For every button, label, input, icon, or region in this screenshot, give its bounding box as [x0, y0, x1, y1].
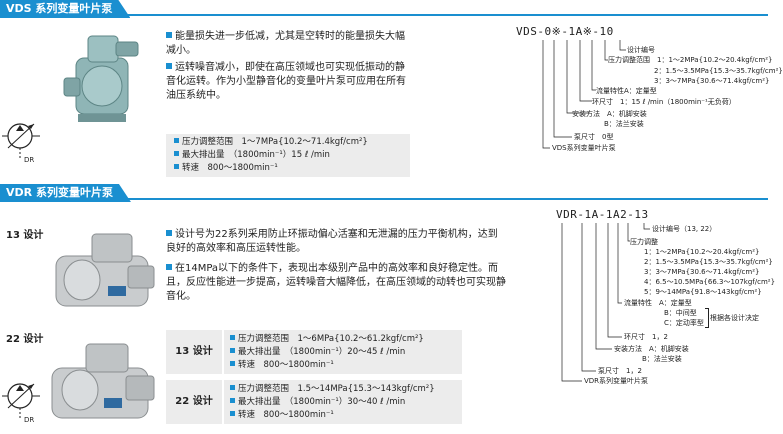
- vdr-design13-label: 13 设计: [6, 230, 44, 241]
- vds-ann-mount: 安装方法 A：机脚安装: [572, 110, 647, 118]
- vdr-ann-flow-c: C：定动率型: [664, 319, 704, 327]
- vds-section-bar: VDS 系列变量叶片泵: [0, 0, 768, 16]
- vds-pump-symbol-icon: DR: [2, 118, 42, 168]
- vds-ann-size: 泵尺寸 0型: [574, 133, 614, 141]
- vdr-ann-pressure-1: 1：1～2MPa{10.2～20.4kgf/cm²}: [644, 248, 760, 256]
- vdr13-pump-image: [48, 226, 158, 316]
- vdr-design22-label: 22 设计: [6, 334, 44, 345]
- vdr-ann-flow: 流量特性 A：定量型: [624, 299, 692, 307]
- vds-symbol-dr: DR: [24, 156, 35, 164]
- vdr22-spec-flow: 最大排出量 （1800min⁻¹）30～40 ℓ /min: [230, 396, 456, 409]
- vdr-symbol-dr: DR: [24, 416, 35, 424]
- vdr22-spec-pressure: 压力调整范围 1.5～14MPa{15.3～143kgf/cm²}: [230, 383, 456, 396]
- vds-spec-pressure: 压力调整范围 1～7MPa{10.2～71.4kgf/cm²}: [174, 136, 402, 149]
- vds-bullet-1: 能量损失进一步低减，尤其是空转时的能量损失大幅减小。: [166, 31, 405, 56]
- vdr22-spec-speed: 转速 800～1800min⁻¹: [230, 409, 456, 422]
- vdr-ann-pressure-3: 3：3～7MPa{30.6～71.4kgf/cm²}: [644, 268, 760, 276]
- vdr13-spec-label: 13 设计: [166, 330, 222, 374]
- vdr-bullet-2: 在14MPa以下的条件下，表现出本级别产品中的高效率和良好稳定性。而且，反应性能…: [166, 263, 506, 302]
- vds-ann-flow: 流量特性A：定量型: [596, 87, 657, 95]
- vds-spec-speed: 转速 800～1800min⁻¹: [174, 162, 402, 175]
- vdr-ann-pressure-2: 2：1.5～3.5MPa{15.3～35.7kgf/cm²}: [644, 258, 773, 266]
- vdr-ann-flow-b: B：中间型: [664, 309, 697, 317]
- vds-pump-image: [58, 30, 148, 130]
- vdr-ann-flow-note: 根据各设计决定: [710, 314, 759, 322]
- vds-ann-pressure: 压力调整范围 1：1～2MPa{10.2～20.4kgf/cm²}: [608, 56, 773, 64]
- vdr13-spec-pressure: 压力调整范围 1～6MPa{10.2～61.2kgf/cm²}: [230, 333, 456, 346]
- vdr-ann-ring: 环尺寸 1，2: [624, 333, 668, 341]
- vdr13-spec-box: 压力调整范围 1～6MPa{10.2～61.2kgf/cm²} 最大排出量 （1…: [224, 330, 462, 374]
- vds-spec-box: 压力调整范围 1～7MPa{10.2～71.4kgf/cm²} 最大排出量 （1…: [166, 134, 410, 177]
- vdr22-pump-image: [32, 338, 162, 430]
- vdr-ann-mount-b: B：法兰安装: [642, 355, 682, 363]
- vds-ann-mount-b: B：法兰安装: [604, 120, 644, 128]
- vdr-ann-pressure-4: 4：6.5～10.5MPa{66.3～107kgf/cm²}: [644, 278, 776, 286]
- vdr-ann-pressure: 压力调整: [630, 238, 658, 246]
- vdr13-spec-speed: 转速 800～1800min⁻¹: [230, 359, 456, 372]
- vds-section-title: VDS 系列变量叶片泵: [0, 0, 130, 18]
- vdr-bullet-1: 设计号为22系列采用防止环振动偏心活塞和无泄漏的压力平衡机构，达到良好的高效率和…: [166, 229, 498, 254]
- vds-bullet-2: 运转噪音减小，即使在高压领域也可实现低振动的静音化运转。作为小型静音化的变量叶片…: [166, 62, 406, 101]
- vds-ann-ring: 环尺寸 1：15 ℓ /min（1800min⁻¹无负荷）: [592, 98, 736, 106]
- vdr13-spec-flow: 最大排出量 （1800min⁻¹）20～45 ℓ /min: [230, 346, 456, 359]
- vdr-ann-bracket: [705, 308, 709, 328]
- vds-ann-pressure-2: 2：1.5～3.5MPa{15.3～35.7kgf/cm²}: [654, 67, 783, 75]
- vdr-ann-pressure-5: 5：9～14MPa{91.8～143kgf/cm²}: [644, 288, 762, 296]
- vdr22-spec-label: 22 设计: [166, 380, 222, 424]
- vdr-ann-design: 设计编号（13, 22）: [652, 225, 717, 233]
- vdr-section-title: VDR 系列变量叶片泵: [0, 184, 131, 202]
- vds-ann-series: VDS系列变量叶片泵: [552, 144, 616, 152]
- vdr-section-bar: VDR 系列变量叶片泵: [0, 184, 768, 200]
- vdr-pump-symbol-icon: DR: [2, 378, 42, 428]
- vds-model-code: VDS-0※-1A※-10: [516, 25, 614, 38]
- vdr-code-leader-lines: [561, 223, 650, 382]
- vds-ann-design: 设计编号: [627, 46, 655, 54]
- vdr-ann-mount: 安装方法 A：机脚安装: [614, 345, 689, 353]
- vdr22-spec-box: 压力调整范围 1.5～14MPa{15.3～143kgf/cm²} 最大排出量 …: [224, 380, 462, 424]
- vds-spec-flow: 最大排出量 （1800min⁻¹）15 ℓ /min: [174, 149, 402, 162]
- vdr-ann-series: VDR系列变量叶片泵: [584, 377, 649, 385]
- vdr-ann-size: 泵尺寸 1，2: [598, 367, 642, 375]
- vds-ann-pressure-3: 3：3～7MPa{30.6～71.4kgf/cm²}: [654, 77, 770, 85]
- vdr-model-code: VDR-1A-1A2-13: [556, 208, 649, 221]
- vds-code-leader-lines: [542, 40, 626, 149]
